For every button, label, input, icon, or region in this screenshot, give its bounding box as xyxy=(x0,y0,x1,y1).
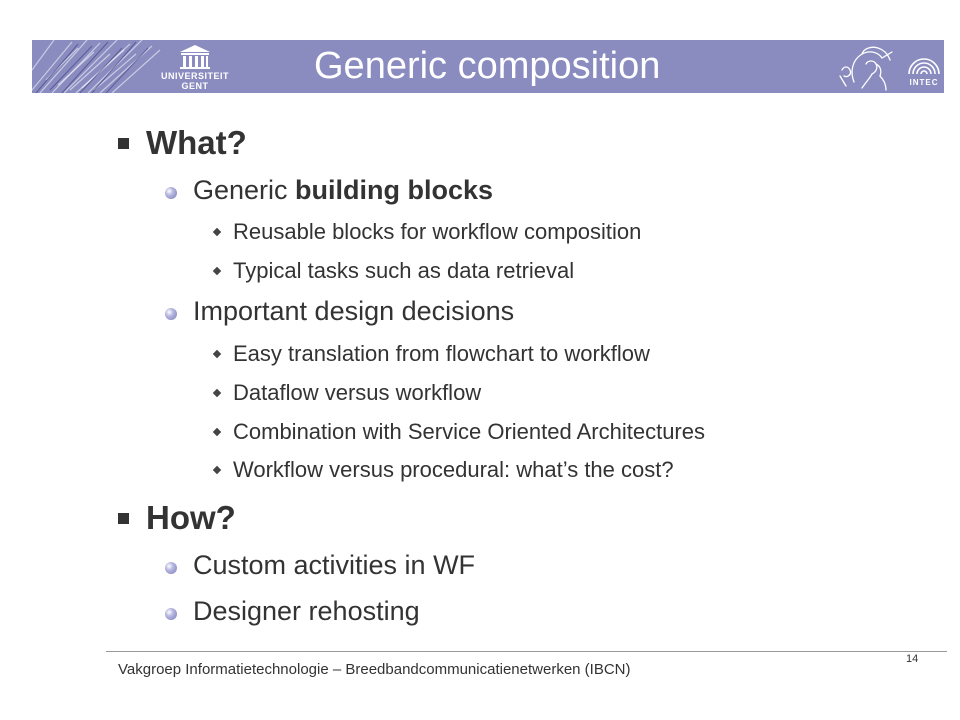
bullet-text: Important design decisions xyxy=(193,296,515,326)
bullet-text: Combination with Service Oriented Archit… xyxy=(233,419,705,444)
bullet-text: Dataflow versus workflow xyxy=(233,380,482,405)
round-bullet-icon xyxy=(165,562,177,574)
bullet-text: Typical tasks such as data retrieval xyxy=(233,258,575,283)
intec-text: INTEC xyxy=(909,78,939,87)
logo-text-line2: GENT xyxy=(181,81,209,91)
athena-icon xyxy=(839,46,893,91)
logo-text-line1: UNIVERSITEIT xyxy=(160,71,229,81)
bullet-text: Workflow versus procedural: what’s the c… xyxy=(233,457,674,482)
diamond-bullet-icon xyxy=(212,388,222,398)
square-bullet-icon xyxy=(118,513,129,524)
round-bullet-icon xyxy=(165,187,177,199)
diamond-bullet-icon xyxy=(212,427,222,437)
diamond-bullet-icon xyxy=(212,266,222,276)
diamond-bullet-icon xyxy=(212,349,222,359)
diamond-bullet-icon xyxy=(212,227,222,237)
bullet-text: Easy translation from flowchart to workf… xyxy=(233,341,650,366)
ugent-logo: UNIVERSITEIT GENT xyxy=(160,43,230,91)
bullet-text: Custom activities in WF xyxy=(193,550,476,580)
banner-decoration xyxy=(32,40,161,93)
bullet-text: How? xyxy=(146,499,236,536)
title-banner: UNIVERSITEIT GENT Generic composition IN… xyxy=(32,40,944,93)
round-bullet-icon xyxy=(165,608,177,620)
slide-title: Generic composition xyxy=(314,45,661,87)
bullet-text-bold: building blocks xyxy=(295,175,494,205)
page-number: 14 xyxy=(906,653,919,665)
footer-text: Vakgroep Informatietechnologie – Breedba… xyxy=(118,661,631,678)
bullet-text: What? xyxy=(146,124,247,161)
bullet-text: Reusable blocks for workflow composition xyxy=(233,219,642,244)
diamond-bullet-icon xyxy=(212,465,222,475)
university-building-icon xyxy=(180,45,210,69)
intec-logo: INTEC xyxy=(906,42,942,92)
round-bullet-icon xyxy=(165,308,177,320)
bullet-text: Generic building blocks xyxy=(193,175,493,206)
bullet-text-regular: Generic xyxy=(193,175,296,205)
square-bullet-icon xyxy=(118,138,129,149)
intec-arcs-icon xyxy=(908,58,940,75)
bullet-text: Designer rehosting xyxy=(193,596,420,626)
footer-divider xyxy=(106,651,947,652)
